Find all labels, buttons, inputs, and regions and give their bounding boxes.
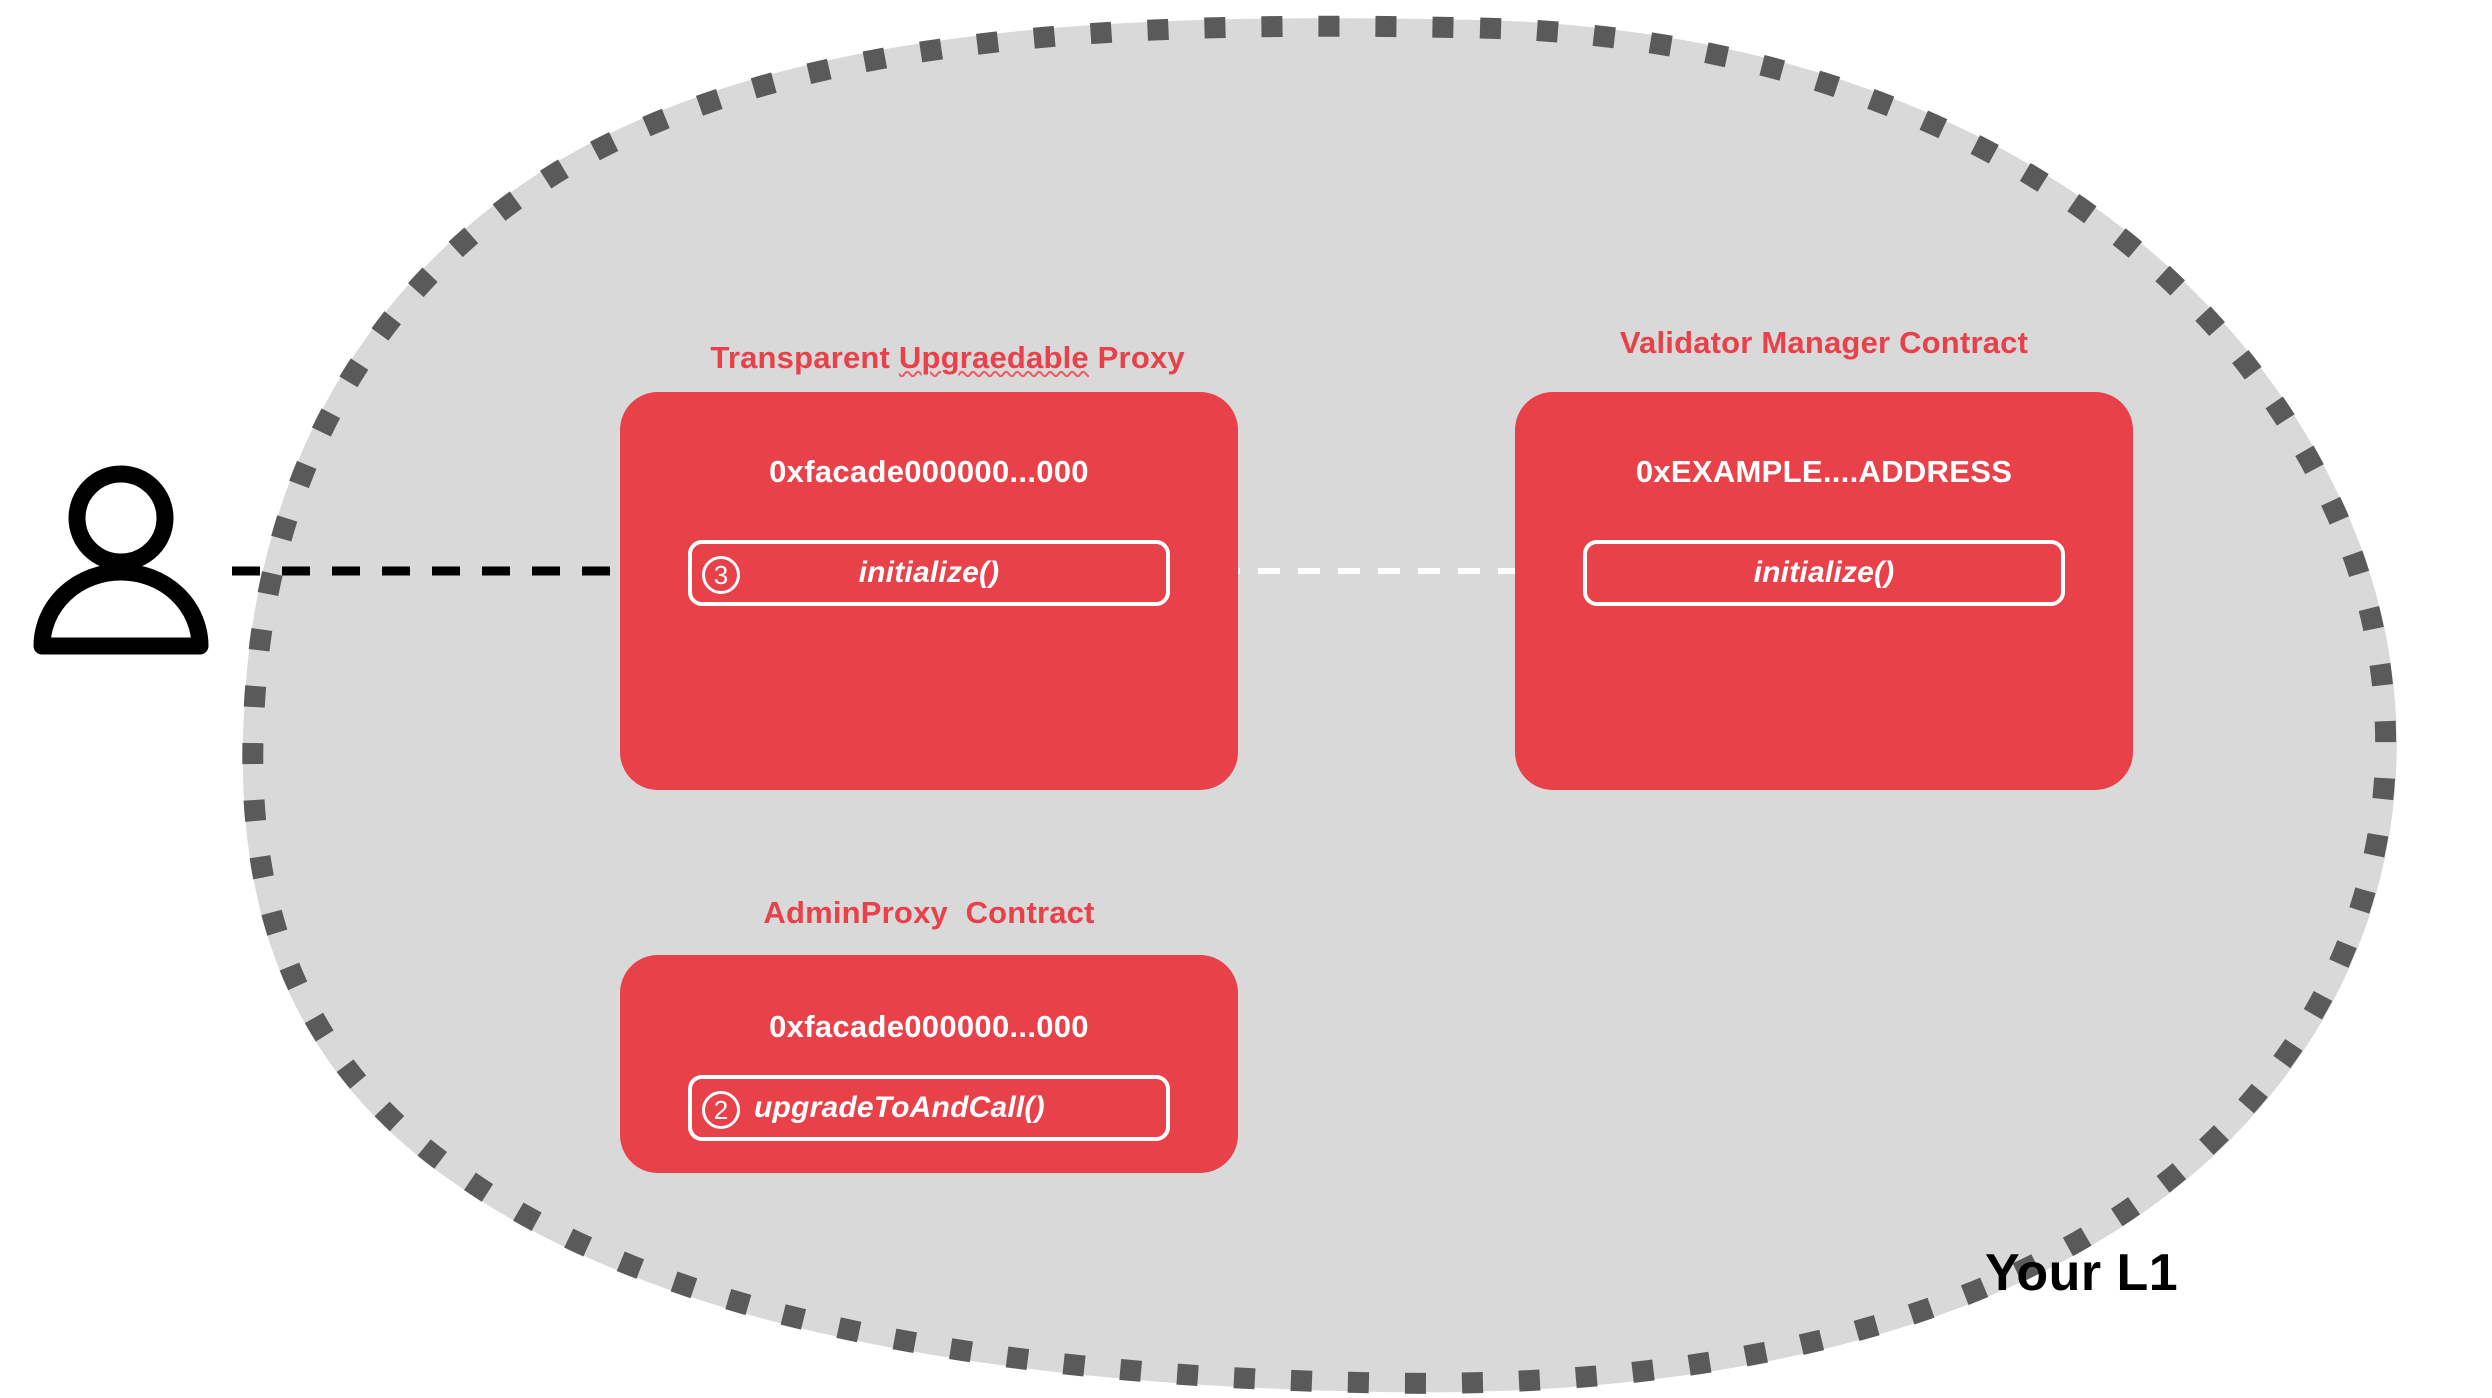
- admin-proxy-card-title: AdminProxy Contract: [763, 895, 1095, 930]
- proxy-card[interactable]: 0xfacade000000...000 3 initialize(): [620, 392, 1238, 790]
- admin-proxy-card[interactable]: 0xfacade000000...000 2 upgradeToAndCall(…: [620, 955, 1238, 1173]
- proxy-card-address: 0xfacade000000...000: [769, 454, 1089, 489]
- proxy-card-title-line1: Transparent Upgraedable Proxy: [710, 339, 1185, 375]
- l1-region-dashed-border: [242, 15, 2397, 1394]
- validator-manager-initialize-label: initialize(): [1753, 556, 1895, 589]
- person-icon: [33, 465, 209, 655]
- admin-proxy-upgrade-method[interactable]: 2 upgradeToAndCall(): [688, 1075, 1170, 1141]
- validator-manager-card-address: 0xEXAMPLE....ADDRESS: [1635, 454, 2013, 489]
- validator-manager-initialize-method[interactable]: initialize(): [1583, 540, 2065, 606]
- validator-manager-card-title: Validator Manager Contract: [1619, 325, 2029, 360]
- admin-proxy-card-address: 0xfacade000000...000: [769, 1009, 1089, 1044]
- proxy-initialize-label: initialize(): [858, 556, 1000, 589]
- step-badge-3: 3: [702, 556, 740, 594]
- validator-manager-card[interactable]: 0xEXAMPLE....ADDRESS initialize(): [1515, 392, 2133, 790]
- misspelled-word: Upgraedable: [898, 339, 1089, 375]
- step-badge-2: 2: [702, 1091, 740, 1129]
- region-label: Your L1: [1985, 1244, 2179, 1302]
- admin-proxy-upgrade-label: upgradeToAndCall(): [754, 1091, 1045, 1124]
- proxy-initialize-method[interactable]: 3 initialize(): [688, 540, 1170, 606]
